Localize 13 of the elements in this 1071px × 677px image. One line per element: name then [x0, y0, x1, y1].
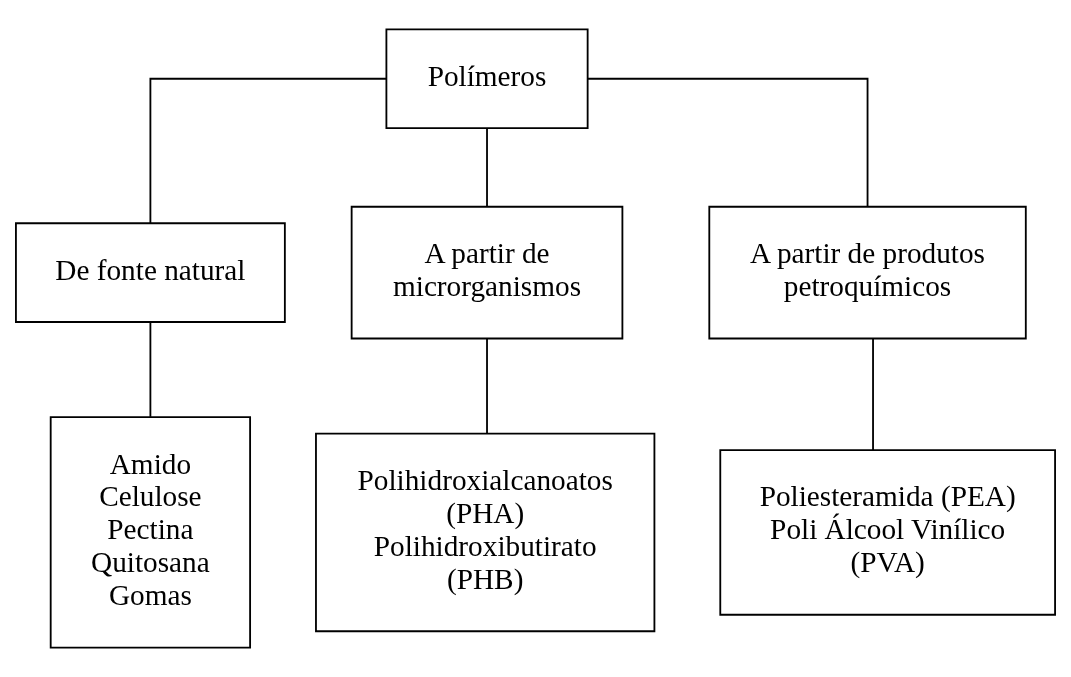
connector [872, 337, 874, 451]
connector [149, 77, 387, 225]
connector [149, 321, 152, 418]
node-box: Poliesteramida (PEA) Poli Álcool Vinílico (PVA) [719, 449, 1056, 616]
node-box: Polímeros [385, 28, 589, 130]
connector [587, 77, 869, 208]
node-box: Polihidroxialcanoatos (PHA) Polihidroxibutirato (PHB) [315, 432, 656, 633]
node-box: Amido Celulose Pectina Quitosana Gomas [49, 416, 251, 649]
node-box: A partir de microrganismos [350, 205, 624, 340]
node-box: De fonte natural [15, 222, 286, 323]
connector [486, 337, 488, 435]
connector [486, 127, 488, 208]
node-box: A partir de produtos petroquímicos [708, 205, 1027, 340]
